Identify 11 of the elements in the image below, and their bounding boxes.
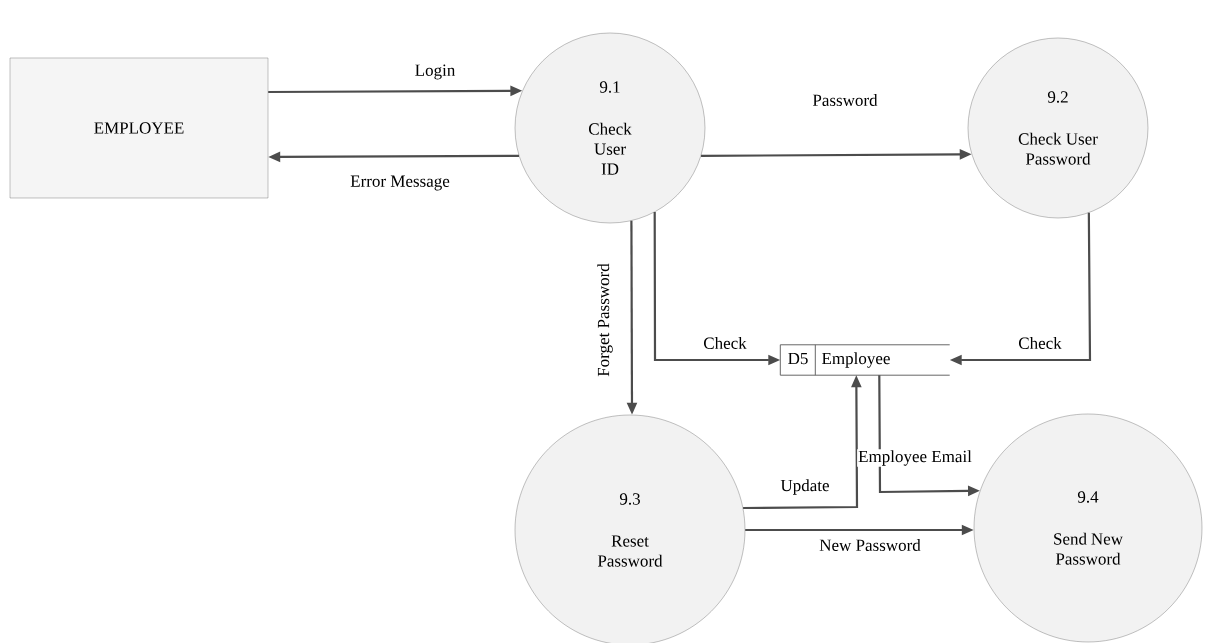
edge-label: New Password (818, 538, 922, 552)
edge-label: Employee Email (857, 449, 973, 467)
edge-label: Update (779, 478, 831, 496)
edge-label: Forget Password (596, 262, 614, 378)
data-store: D5 Employee (779, 344, 951, 376)
edge-label: Check (702, 336, 748, 350)
edge-label: Check (1017, 336, 1063, 350)
edge-label: Error Message (349, 174, 451, 192)
edge-label: Login (413, 63, 457, 81)
edge-label: Password (811, 93, 879, 107)
entity-box: EMPLOYEE (9, 57, 269, 199)
